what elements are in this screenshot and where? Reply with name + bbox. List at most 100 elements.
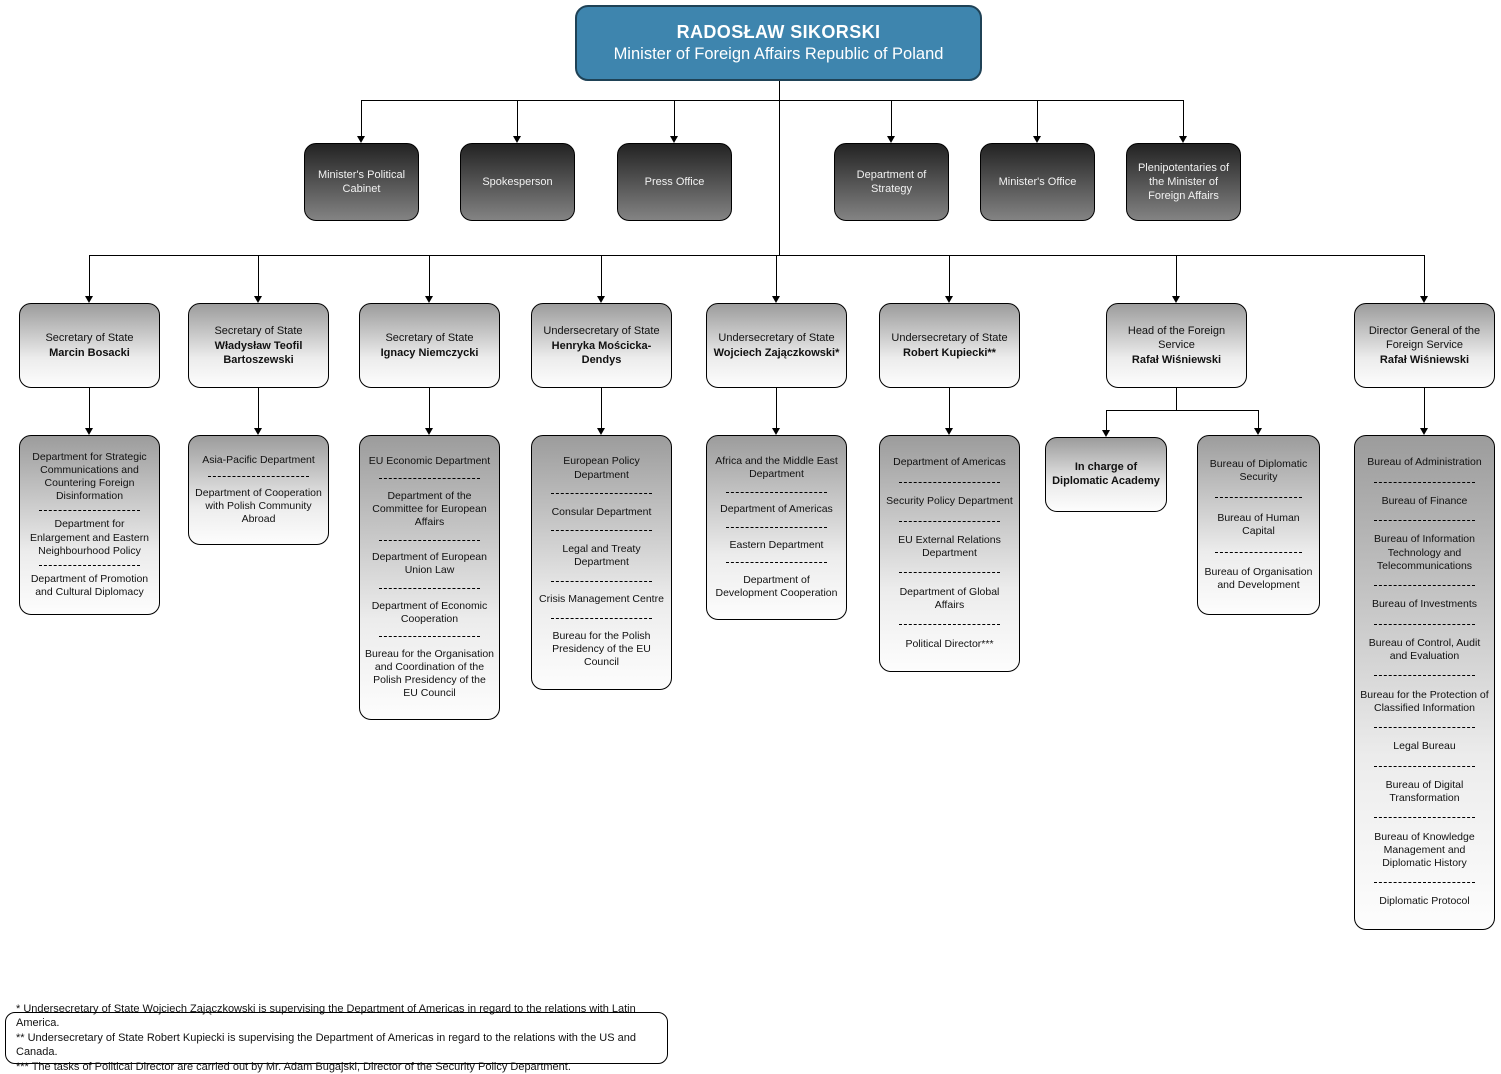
exec-role: Undersecretary of State <box>543 324 660 337</box>
exec-box-moscicka-dendys: Undersecretary of State Henryka Mościcka… <box>531 303 672 388</box>
department-item: Bureau of Human Capital <box>1217 511 1300 537</box>
connector-arrow <box>887 136 895 143</box>
box-plenipotentaries: Plenipotentaries of the Minister of Fore… <box>1126 143 1241 221</box>
department-separator <box>899 572 1000 574</box>
department-separator <box>551 617 652 619</box>
department-separator <box>899 520 1000 522</box>
department-item: Legal and Treaty Department <box>562 542 641 568</box>
department-item: Legal Bureau <box>1393 740 1456 753</box>
connector-arrow <box>597 428 605 435</box>
department-separator <box>1374 727 1475 729</box>
connector-line <box>601 388 602 428</box>
connector-line <box>776 255 777 296</box>
department-item: Bureau for the Polish Presidency of the … <box>552 630 651 669</box>
department-item: Security Policy Department <box>886 495 1013 508</box>
department-item: Bureau of Digital Transformation <box>1385 778 1464 805</box>
department-item: Bureau of Investments <box>1371 598 1478 611</box>
exec-role: Secretary of State <box>45 331 134 344</box>
exec-box-bartoszewski: Secretary of State Władysław Teofil Bart… <box>188 303 329 388</box>
dept-list-bosacki: Department for Strategic Communications … <box>19 435 160 615</box>
connector-line <box>89 255 1425 256</box>
department-item: Department of Americas <box>893 456 1006 469</box>
department-separator <box>1374 623 1475 625</box>
connector-line <box>949 388 950 428</box>
department-separator <box>1374 585 1475 587</box>
connector-arrow <box>85 296 93 303</box>
footnote-line: *** The tasks of Political Director are … <box>16 1060 571 1073</box>
department-item: Department of Americas <box>720 503 833 516</box>
connector-line <box>1037 100 1038 136</box>
department-separator <box>379 539 480 541</box>
department-item: Political Director*** <box>905 637 994 650</box>
exec-name: Henryka Mościcka-Dendys <box>551 339 652 367</box>
department-separator <box>726 562 827 564</box>
department-separator <box>1374 675 1475 677</box>
department-separator <box>899 624 1000 626</box>
connector-line <box>258 255 259 296</box>
connector-arrow <box>85 428 93 435</box>
connector-arrow <box>357 136 365 143</box>
department-separator <box>1374 817 1475 819</box>
department-separator <box>551 580 652 582</box>
connector-line <box>776 388 777 428</box>
exec-box-niemczycki: Secretary of State Ignacy Niemczycki <box>359 303 500 388</box>
exec-role: Secretary of State <box>385 331 474 344</box>
connector-arrow <box>945 428 953 435</box>
department-separator <box>551 530 652 532</box>
department-item: Department of Promotion and Cultural Dip… <box>30 572 149 598</box>
box-department-of-strategy: Department of Strategy <box>834 143 949 221</box>
department-item: Bureau of Control, Audit and Evaluation <box>1368 636 1481 662</box>
department-item: EU Economic Department <box>368 454 491 467</box>
connector-line <box>1106 410 1107 430</box>
minister-title: Minister of Foreign Affairs Republic of … <box>613 45 944 63</box>
connector-arrow <box>425 296 433 303</box>
department-separator <box>1374 481 1475 483</box>
connector-arrow <box>254 428 262 435</box>
connector-arrow <box>772 296 780 303</box>
department-separator <box>551 493 652 495</box>
connector-arrow <box>254 296 262 303</box>
connector-arrow <box>1420 296 1428 303</box>
footnote-line: ** Undersecretary of State Robert Kupiec… <box>16 1031 636 1059</box>
department-separator <box>726 491 827 493</box>
minister-name: RADOSŁAW SIKORSKI <box>676 22 881 42</box>
department-item: Eastern Department <box>729 538 824 551</box>
department-item: Department of the Committee for European… <box>372 489 487 529</box>
department-separator <box>899 481 1000 483</box>
exec-name: Władysław Teofil Bartoszewski <box>214 339 303 367</box>
connector-line <box>674 100 675 136</box>
connector-line <box>1176 255 1177 296</box>
exec-name: Wojciech Zajączkowski* <box>713 347 840 359</box>
department-separator <box>1374 882 1475 884</box>
connector-arrow <box>597 296 605 303</box>
department-item: Department of Economic Cooperation <box>371 599 488 625</box>
exec-box-bosacki: Secretary of State Marcin Bosacki <box>19 303 160 388</box>
department-item: Department of Global Affairs <box>899 585 1000 611</box>
connector-line <box>1176 388 1177 410</box>
exec-name: Rafał Wiśniewski <box>1131 354 1222 367</box>
department-item: Africa and the Middle East Department <box>715 454 838 480</box>
connector-line <box>89 388 90 428</box>
exec-role: Undersecretary of State <box>718 331 835 344</box>
department-separator <box>208 476 309 478</box>
department-item: Bureau of Finance <box>1381 494 1468 507</box>
connector-arrow <box>1179 136 1187 143</box>
exec-name: Marcin Bosacki <box>49 347 130 359</box>
exec-role: Undersecretary of State <box>891 331 1008 344</box>
connector-line <box>429 255 430 296</box>
connector-line <box>891 100 892 136</box>
connector-line <box>89 255 90 296</box>
exec-role: Head of the Foreign Service <box>1127 324 1226 351</box>
connector-arrow <box>1254 428 1262 435</box>
connector-line <box>1424 388 1425 428</box>
connector-line <box>429 388 430 428</box>
box-press-office: Press Office <box>617 143 732 221</box>
department-item: European Policy Department <box>563 455 640 481</box>
department-item: Bureau of Administration <box>1367 456 1482 469</box>
footnote-line: * Undersecretary of State Wojciech Zając… <box>16 1002 636 1030</box>
